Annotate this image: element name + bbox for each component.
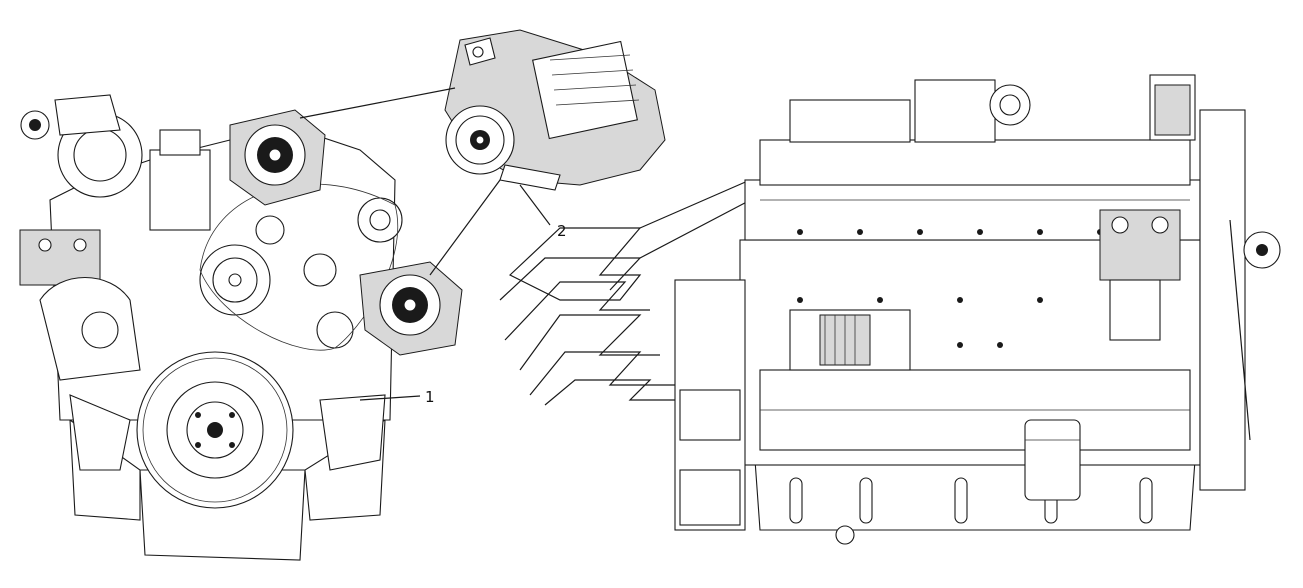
leader-lines — [299, 87, 551, 401]
engine-side-view — [674, 74, 1281, 545]
alternator-detail — [444, 29, 666, 191]
callout-2: 2 — [557, 222, 567, 240]
engine-front-view — [19, 94, 463, 561]
callout-1: 1 — [425, 388, 435, 406]
view-direction-arrows — [499, 179, 761, 406]
